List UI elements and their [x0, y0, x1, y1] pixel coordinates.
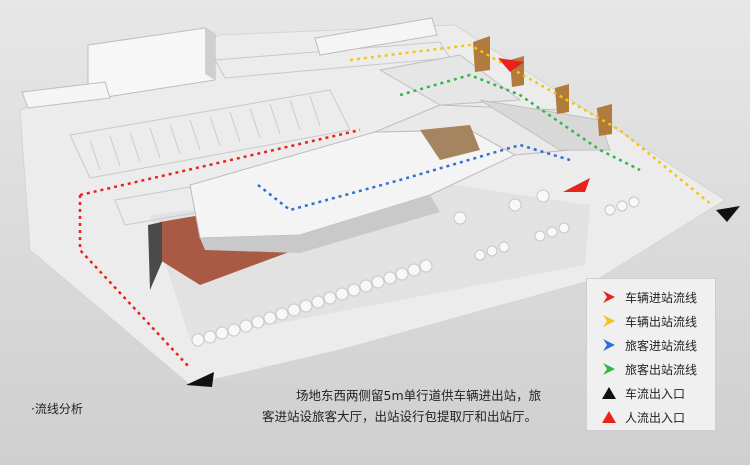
caption-line-2: 客进站设旅客大厅，出站设行包提取厅和出站厅。 [262, 409, 538, 424]
legend-item-vehicle-in: 车辆进站流线 [601, 287, 697, 307]
yellow-chevron-icon [603, 315, 615, 327]
legend-label: 人流出入口 [625, 410, 686, 425]
legend-label: 车辆出站流线 [625, 314, 698, 329]
vehicle-entrance-marker [186, 372, 214, 387]
vehicle-in-flow-line [78, 128, 361, 369]
legend-item-passenger-out: 旅客出站流线 [601, 359, 697, 379]
legend-item-pedestrian-entrance: 人流出入口 [601, 407, 685, 427]
legend-label: 旅客出站流线 [625, 362, 698, 377]
legend-label: 车流出入口 [625, 386, 686, 401]
vehicle-entrance-marker [716, 206, 740, 222]
terminal-building [189, 54, 611, 253]
legend-item-passenger-in: 旅客进站流线 [601, 335, 697, 355]
green-chevron-icon [603, 363, 615, 375]
pedestrian-entrance-marker [498, 58, 524, 72]
red-chevron-icon [603, 291, 615, 303]
vehicle-out-flow-line [349, 43, 713, 206]
legend-panel: 车辆进站流线 车辆出站流线 旅客进站流线 旅客出站流线 车流出入口 人流出入口 [586, 278, 716, 431]
legend-label: 车辆进站流线 [625, 290, 698, 305]
red-triangle-icon [602, 411, 616, 423]
legend-item-vehicle-entrance: 车流出入口 [601, 383, 685, 403]
legend-label: 旅客进站流线 [625, 338, 698, 353]
section-label: ·流线分析 [31, 402, 83, 416]
blue-chevron-icon [603, 339, 615, 351]
pedestrian-entrance-marker [563, 178, 590, 192]
background-buildings [21, 17, 438, 109]
passenger-in-flow-line [257, 143, 571, 212]
tree-rows [191, 189, 640, 347]
passenger-out-flow-line [399, 73, 641, 172]
caption-line-1: 场地东西两侧留5m单行道供车辆进出站，旅 [296, 388, 542, 403]
legend-item-vehicle-out: 车辆出站流线 [601, 311, 697, 331]
black-triangle-icon [602, 387, 616, 399]
